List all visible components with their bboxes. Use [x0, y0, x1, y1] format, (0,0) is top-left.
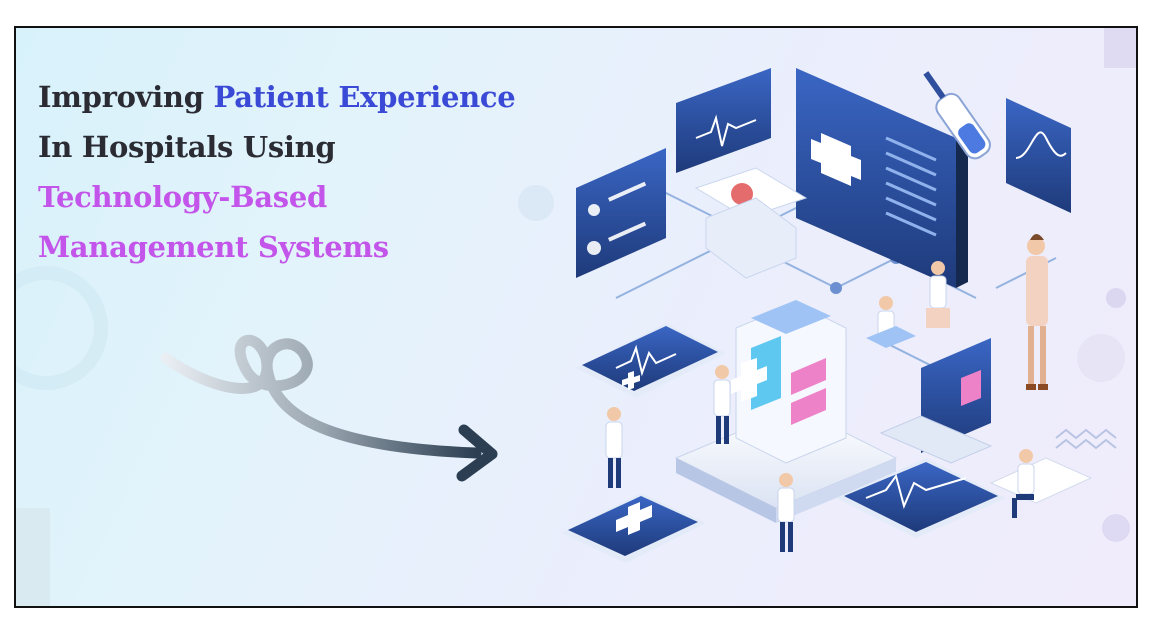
medical-cross-icon — [561, 493, 706, 563]
background-decoration — [16, 28, 1136, 606]
main-monitor-screen — [796, 68, 968, 288]
medical-technology-illustration — [561, 68, 1117, 563]
headline-line-3: Technology-Based — [38, 180, 327, 214]
headline-line-1: Improving Patient Experience — [38, 72, 516, 122]
syringe-icon — [923, 71, 991, 160]
headline-line-2: In Hospitals Using — [38, 130, 336, 164]
heartbeat-icon — [676, 68, 771, 173]
headline-word-improving: Improving — [38, 80, 204, 114]
laptop-icon — [879, 338, 993, 464]
headline-patient-experience: Patient Experience — [213, 80, 516, 114]
banner-frame: Improving Patient Experience In Hospital… — [14, 26, 1138, 608]
headline-line-4: Management Systems — [38, 230, 389, 264]
doctor-figure-icon — [1026, 234, 1048, 390]
heart-arrow-icon — [160, 334, 498, 482]
banner-headline: Improving Patient Experience In Hospital… — [38, 72, 516, 272]
